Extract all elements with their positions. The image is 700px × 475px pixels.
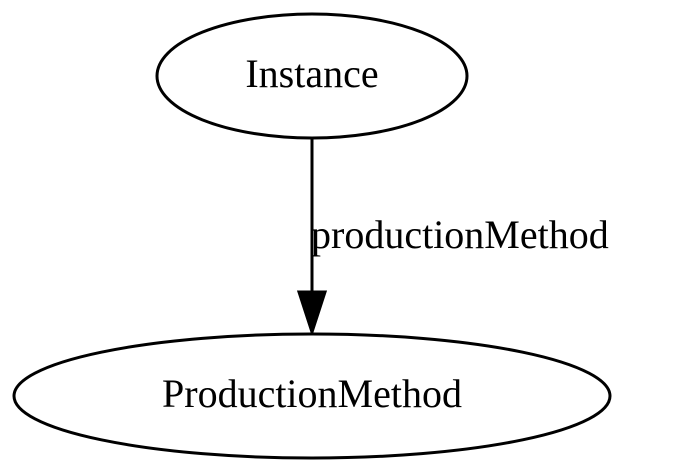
node-instance-shape (155, 12, 469, 140)
node-instance[interactable]: Instance (155, 12, 469, 140)
node-production-method[interactable]: ProductionMethod (12, 332, 612, 460)
node-production-method-shape (12, 332, 612, 460)
node-instance-label: Instance (245, 51, 378, 96)
edge-production-method-label: productionMethod (311, 212, 609, 257)
edge-production-method: productionMethod (296, 139, 609, 337)
edge-production-method-arrowhead (296, 290, 328, 337)
node-production-method-label: ProductionMethod (162, 371, 462, 416)
